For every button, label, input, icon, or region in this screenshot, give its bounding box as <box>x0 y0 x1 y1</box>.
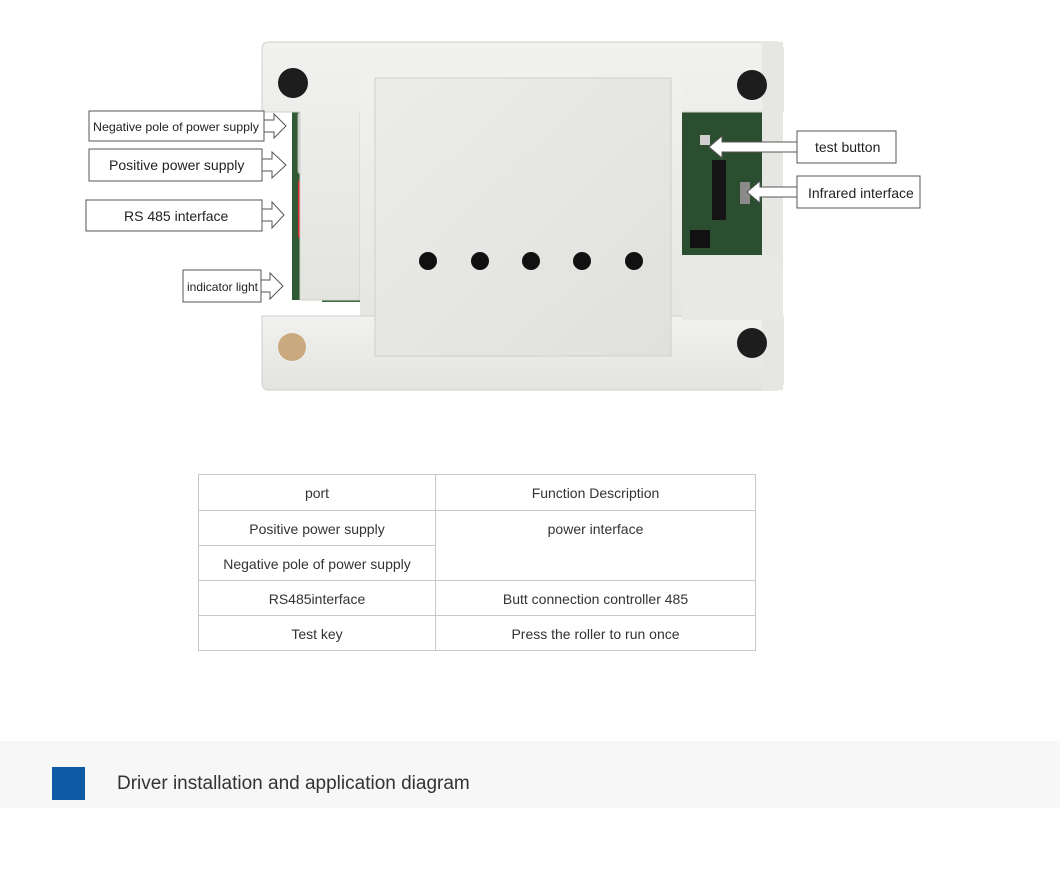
cell-port: Test key <box>198 615 436 651</box>
callout-indicator: indicator light <box>182 269 284 303</box>
label-indicator: indicator light <box>187 280 259 294</box>
label-test-button: test button <box>815 139 880 155</box>
table-row: Negative pole of power supply <box>198 545 756 581</box>
table-row: RS485interface Butt connection controlle… <box>198 580 756 616</box>
table-row: Positive power supply power interface <box>198 510 756 581</box>
label-negative-pole: Negative pole of power supply <box>93 120 259 134</box>
label-rs485: RS 485 interface <box>124 208 228 224</box>
cell-port: Positive power supply <box>198 510 436 546</box>
callout-rs485: RS 485 interface <box>85 199 285 232</box>
section-heading-band: Driver installation and application diag… <box>0 741 1060 808</box>
cell-function: Butt connection controller 485 <box>435 580 756 616</box>
cell-function: power interface <box>435 510 756 581</box>
label-positive-supply: Positive power supply <box>109 157 244 173</box>
cell-port: Negative pole of power supply <box>198 545 436 581</box>
callout-infrared: Infrared interface <box>746 175 921 209</box>
port-function-table: port Function Description Positive power… <box>198 474 756 651</box>
module-enclosure <box>261 41 784 391</box>
right-board-area <box>682 112 762 260</box>
callout-test-button: test button <box>708 130 897 164</box>
table-header-row: port Function Description <box>198 474 756 511</box>
label-infrared: Infrared interface <box>808 185 914 201</box>
callout-positive-supply: Positive power supply <box>88 148 287 182</box>
module-diagram: Negative pole of power supply Positive p… <box>85 41 921 391</box>
section-title: Driver installation and application diag… <box>117 773 470 794</box>
callout-negative-pole: Negative pole of power supply <box>88 110 287 142</box>
section-marker-icon <box>52 767 85 800</box>
cell-function: Press the roller to run once <box>435 615 756 651</box>
header-function: Function Description <box>435 474 756 511</box>
cell-port: RS485interface <box>198 580 436 616</box>
table-row: Test key Press the roller to run once <box>198 615 756 651</box>
header-port: port <box>198 474 436 511</box>
